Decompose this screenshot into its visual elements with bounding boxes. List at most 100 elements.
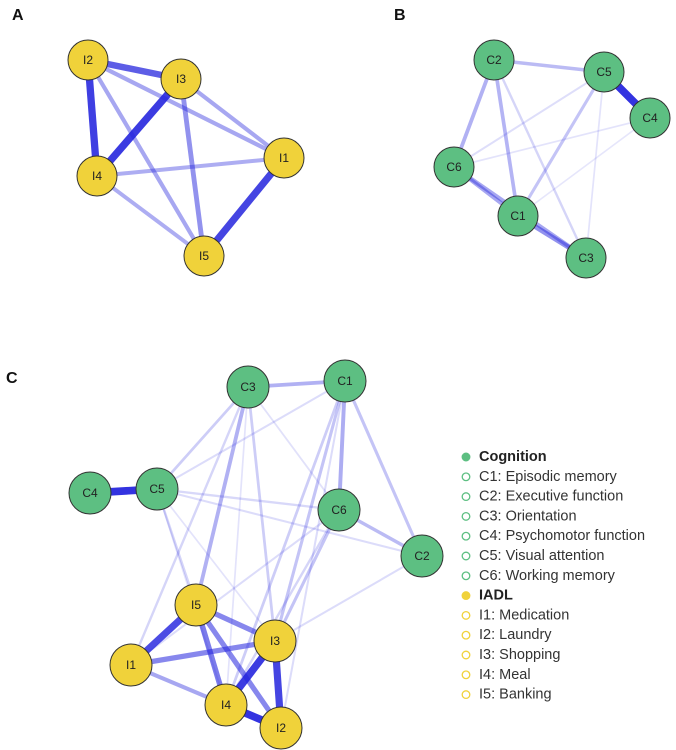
legend-open-marker [461,492,471,502]
node-c-i4: I4 [204,683,248,727]
node-label: I3 [176,72,186,86]
legend-label: I3: Shopping [479,647,560,663]
node-b-c3: C3 [565,237,607,279]
legend-label: Cognition [479,449,547,465]
node-label: C5 [149,482,165,496]
edge-b-c6-c4 [453,117,651,168]
legend-open-marker [461,531,471,541]
edge-c-c3-c6 [247,386,340,511]
node-b-c2: C2 [473,39,515,81]
edge-c-c5-i3 [156,488,276,642]
edge-c-i5-i2 [193,602,284,731]
legend-open-marker [461,551,471,561]
edge-c-c1-i4 [224,379,347,707]
legend-open-marker [461,670,471,680]
edge-c-c1-c2 [343,379,424,558]
edge-c-c1-i2 [279,379,347,730]
edge-a-i4-i1 [95,156,286,178]
edge-c-c1-i3 [273,379,347,643]
node-label: C6 [446,160,462,174]
legend-label: C2: Executive function [479,489,623,505]
legend-label: C1: Episodic memory [479,469,618,485]
edges-layer [84,56,654,732]
legend-entry-10: I3: Shopping [461,647,560,663]
legend-entry-11: I4: Meal [461,667,531,683]
legend-entry-2: C2: Executive function [461,489,623,505]
node-circle [259,706,303,750]
edge-c-c3-i1 [129,385,250,667]
node-b-c1: C1 [497,195,539,237]
legend-label: I4: Meal [479,667,531,683]
edge-c-c5-c1 [155,379,347,491]
node-circle [160,58,202,100]
node-label: I5 [199,249,209,263]
edge-c-c6-i1 [129,508,341,667]
node-label: I3 [270,634,280,648]
node-circle [433,146,475,188]
node-b-c6: C6 [433,146,475,188]
edge-c-c1-c6 [337,379,347,512]
legend-filled-marker [461,452,471,462]
legend-label: I1: Medication [479,607,569,623]
node-a-i5: I5 [183,235,225,277]
legend-entry-12: I5: Banking [461,687,552,703]
node-circle [323,359,367,403]
node-c-i3: I3 [253,619,297,663]
node-label: C5 [596,65,612,79]
edge-c-c5-c2 [155,487,424,558]
edge-a-i3-i1 [178,76,287,161]
edge-a-i3-i4 [93,75,185,180]
node-circle [204,683,248,727]
legend-open-marker [461,650,471,660]
legend-label: C5: Visual attention [479,548,604,564]
edge-a-i2-i5 [85,57,207,259]
node-circle [317,488,361,532]
node-circle [109,643,153,687]
node-b-c4: C4 [629,97,671,139]
node-c-c4: C4 [68,471,112,515]
node-b-c5: C5 [583,51,625,93]
edge-b-c5-c3 [585,71,605,259]
node-c-c6: C6 [317,488,361,532]
node-circle [68,471,112,515]
node-c-c1: C1 [323,359,367,403]
edge-c-c3-c5 [155,385,250,491]
legend-open-marker [461,690,471,700]
legend-entry-8: I1: Medication [461,607,569,623]
edge-c-i1-i3 [128,638,278,668]
node-label: I2 [83,53,93,67]
legend-label: C3: Orientation [479,508,577,524]
node-circle [76,155,118,197]
node-c-i2: I2 [259,706,303,750]
edge-a-i1-i5 [200,154,288,260]
edge-b-c2-c3 [492,58,588,260]
panel-label-c: C [6,370,18,387]
legend-entry-7: IADL [461,588,513,604]
node-circle [583,51,625,93]
node-circle [174,583,218,627]
node-label: I4 [92,169,102,183]
node-c-i5: I5 [174,583,218,627]
node-circle [565,237,607,279]
node-label: C4 [82,486,98,500]
node-label: C1 [337,374,353,388]
node-a-i2: I2 [67,39,109,81]
node-circle [226,365,270,409]
node-c-c5: C5 [135,467,179,511]
node-circle [400,534,444,578]
legend-entry-0: Cognition [461,449,547,465]
node-circle [253,619,297,663]
edge-b-c5-c1 [516,70,606,218]
legend-label: IADL [479,588,513,604]
node-circle [183,235,225,277]
edge-c-c2-i3 [273,554,424,643]
legend-label: C4: Psychomotor function [479,528,645,544]
edge-b-c6-c5 [453,71,605,168]
node-label: C3 [240,380,256,394]
node-label: C1 [510,209,526,223]
edge-b-c4-c1 [517,117,651,217]
node-a-i3: I3 [160,58,202,100]
